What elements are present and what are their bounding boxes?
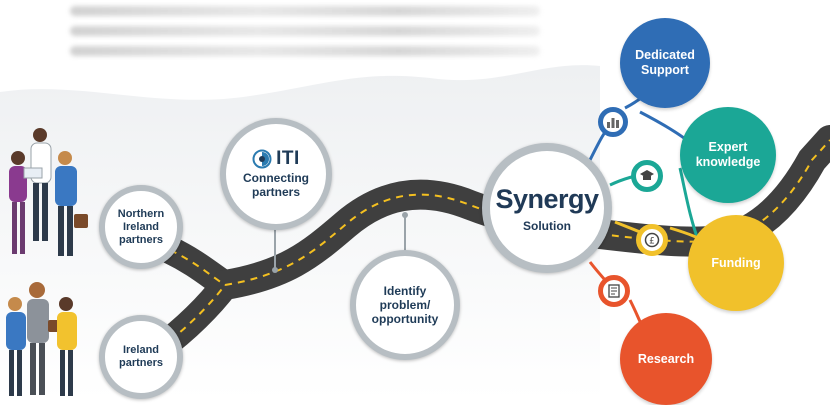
iti-logo: ITI (252, 149, 300, 169)
dedicated-support-bubble: Dedicated Support (620, 18, 710, 108)
synergy-subtitle: Solution (523, 218, 571, 233)
svg-text:£: £ (649, 237, 655, 247)
iti-logo-text: ITI (276, 148, 300, 169)
bar-chart-icon (598, 107, 628, 137)
funding-bubble: Funding (688, 215, 784, 311)
research-label: Research (637, 351, 695, 366)
expert-knowledge-bubble: Expert knowledge (680, 107, 776, 203)
iti-logo-icon (252, 149, 272, 169)
road-dash (159, 284, 226, 349)
dedicated-support-label: Dedicated Support (635, 48, 695, 77)
ireland-partners-label: Ireland partners (118, 344, 164, 369)
iti-connecting-label: Connecting partners (243, 171, 309, 199)
identify-problem-node: Identify problem/ opportunity (350, 250, 460, 360)
people-illustration (6, 128, 88, 396)
identify-problem-label: Identify problem/ opportunity (371, 284, 439, 326)
research-bubble: Research (620, 313, 712, 405)
document-icon (598, 275, 630, 307)
blurred-text-line (70, 6, 540, 16)
synergy-solution-node: Synergy Solution (482, 143, 612, 273)
graduation-cap-icon (631, 160, 663, 192)
blurred-text-line (70, 46, 540, 56)
northern-ireland-partners-node: Northern Ireland partners (99, 185, 183, 269)
funding-label: Funding (711, 255, 761, 270)
expert-knowledge-label: Expert knowledge (695, 140, 761, 169)
ireland-partners-node: Ireland partners (99, 315, 183, 399)
synergy-title: Synergy (495, 183, 599, 214)
blurred-text-line (70, 26, 540, 36)
northern-ireland-partners-label: Northern Ireland partners (117, 207, 165, 246)
pound-coin-icon: £ (636, 224, 668, 256)
iti-connecting-partners-node: ITI Connecting partners (220, 118, 332, 230)
